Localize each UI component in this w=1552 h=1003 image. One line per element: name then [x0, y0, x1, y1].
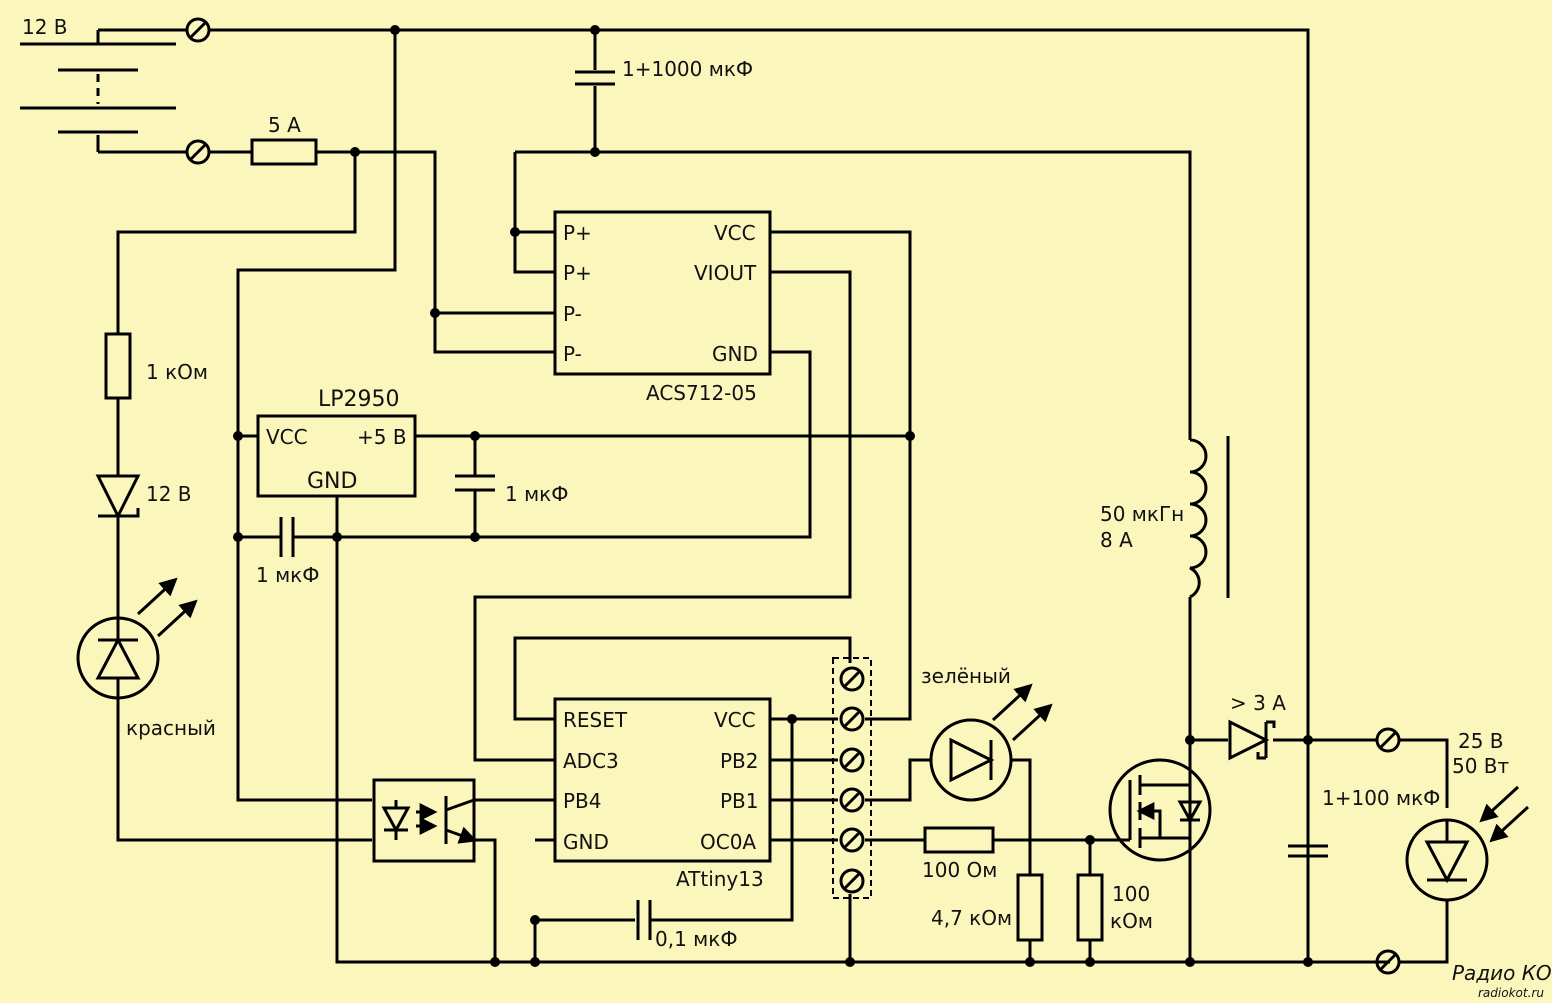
- mcu-pb2: PB2: [720, 749, 759, 773]
- r-100k-label-a: 100: [1112, 882, 1150, 906]
- watermark-bottom: radiokot.ru: [1478, 986, 1544, 1000]
- cap-out-label: 1+100 мкФ: [1322, 786, 1440, 810]
- cap-lp-in-label: 1 мкФ: [256, 563, 319, 587]
- acs-name: ACS712-05: [646, 381, 757, 405]
- fuse: [250, 138, 318, 166]
- r-47k-label: 4,7 кОм: [931, 906, 1012, 930]
- capacitor-lp-in: [279, 517, 295, 557]
- r-gate-label: 100 Ом: [922, 858, 997, 882]
- resistor-100k: [1076, 873, 1104, 942]
- acs-gnd: GND: [712, 342, 758, 366]
- load-label-b: 50 Вт: [1452, 754, 1510, 778]
- acs-vcc: VCC: [714, 221, 756, 245]
- inductor-label-a: 50 мкГн: [1100, 502, 1184, 526]
- mcu-reset: RESET: [563, 708, 628, 732]
- resistor-1k: [104, 332, 132, 400]
- load-led: [1405, 785, 1530, 902]
- resistor-100-ohm: [923, 826, 995, 854]
- zener-diode: [95, 474, 141, 520]
- diode-label: > 3 А: [1230, 691, 1286, 715]
- optocoupler: [372, 778, 478, 863]
- terminal-block: [832, 657, 872, 899]
- fuse-label: 5 А: [268, 113, 301, 137]
- mcu-pb1: PB1: [720, 789, 759, 813]
- zener-label: 12 В: [146, 482, 192, 506]
- inductor-label-b: 8 А: [1100, 528, 1133, 552]
- input-terminals[interactable]: [185, 17, 211, 165]
- red-led: [76, 577, 198, 700]
- junction-dots: [233, 25, 1313, 967]
- r-100k-label-b: кОм: [1110, 909, 1153, 933]
- acs-viout: VIOUT: [694, 261, 757, 285]
- battery-symbol: [20, 42, 176, 134]
- battery-label: 12 В: [22, 15, 68, 39]
- green-led: [929, 683, 1053, 802]
- mcu-pb4: PB4: [563, 789, 602, 813]
- cap-main-label: 1+1000 мкФ: [622, 57, 753, 81]
- capacitor-lp-out: [455, 474, 495, 492]
- r1-label: 1 кОм: [146, 360, 208, 384]
- lp2950-chip: [256, 414, 417, 498]
- wires: [96, 28, 1449, 964]
- watermark-top: Радио КОТ: [1452, 961, 1552, 985]
- lp2950-name: LP2950: [318, 387, 400, 412]
- mcu-gnd: GND: [563, 830, 609, 854]
- schottky-diode: [1228, 719, 1276, 761]
- capacitor-out: [1288, 844, 1328, 858]
- capacitor-mcu: [636, 900, 652, 940]
- acs-pm2: P-: [563, 342, 582, 366]
- cap-mcu-label: 0,1 мкФ: [655, 927, 738, 951]
- cap-lp-label: 1 мкФ: [505, 482, 568, 506]
- capacitor-main: [575, 70, 615, 86]
- lp2950-gnd: GND: [307, 469, 357, 494]
- load-label-a: 25 В: [1458, 729, 1504, 753]
- output-terminals[interactable]: [1375, 727, 1401, 975]
- mcu-oc0a: OC0A: [700, 830, 756, 854]
- mcu-name: ATtiny13: [676, 867, 764, 891]
- attiny13-chip: [553, 697, 772, 863]
- green-led-label: зелёный: [921, 664, 1011, 688]
- mcu-vcc: VCC: [714, 708, 756, 732]
- inductor: [1189, 436, 1230, 599]
- lp2950-5v: +5 В: [357, 425, 407, 449]
- connector-pins[interactable]: [839, 666, 865, 894]
- red-led-label: красный: [126, 716, 216, 740]
- resistor-4k7: [1016, 873, 1044, 942]
- acs712-chip: [553, 210, 772, 376]
- acs-pm1: P-: [563, 302, 582, 326]
- mcu-adc3: ADC3: [563, 749, 619, 773]
- acs-pp1: P+: [563, 221, 592, 245]
- acs-pp2: P+: [563, 261, 592, 285]
- mosfet: [1108, 758, 1212, 862]
- lp2950-vcc: VCC: [266, 425, 308, 449]
